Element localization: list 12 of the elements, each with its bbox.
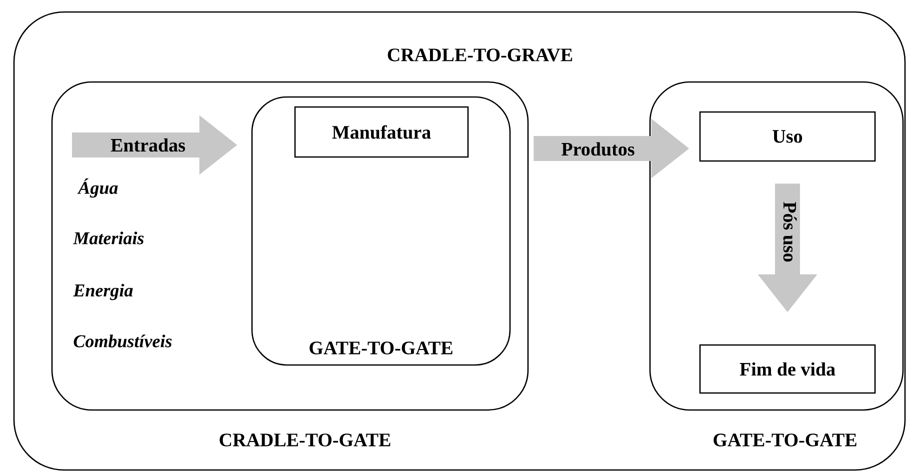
- edge-label: Produtos: [562, 142, 634, 156]
- node-label: CRADLE-TO-GATE: [220, 434, 390, 446]
- process-box: Manufatura: [294, 106, 469, 158]
- process-box: Uso: [699, 111, 876, 162]
- process-box: Fim de vida: [699, 344, 876, 394]
- edge-label: Pós uso: [783, 202, 797, 262]
- node-label: GATE-TO-GATE: [714, 434, 856, 446]
- item-label: Água: [77, 178, 118, 198]
- item-label: Materiais: [72, 232, 144, 244]
- item-label: Combustíveis: [74, 334, 172, 348]
- edge-label: Entradas: [110, 138, 186, 152]
- item-label: Energia: [73, 284, 133, 300]
